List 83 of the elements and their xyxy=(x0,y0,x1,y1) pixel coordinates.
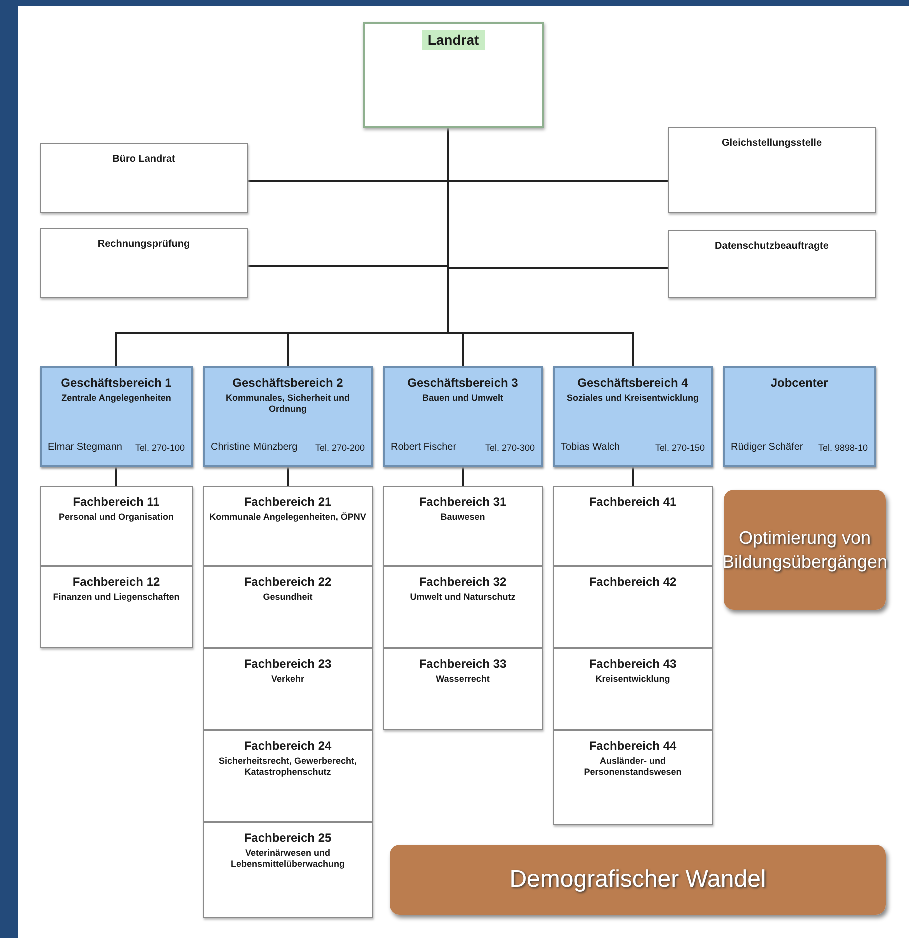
person-name: Elmar Stegmann xyxy=(48,442,122,453)
department-box xyxy=(203,648,373,730)
box-title: Fachbereich 12 xyxy=(72,575,162,589)
department-box xyxy=(40,566,193,648)
phone-number: Tel. 9898-10 xyxy=(818,443,868,453)
box-title: Geschäftsbereich 2 xyxy=(232,376,344,390)
box-subtitle: Soziales und Kreisentwicklung xyxy=(566,393,700,404)
division-box xyxy=(203,366,373,467)
box-subtitle: Bauen und Umwelt xyxy=(421,393,504,404)
division-box xyxy=(553,366,713,467)
staff-box xyxy=(40,143,248,213)
connector-line xyxy=(116,467,118,486)
box-title: Büro Landrat xyxy=(112,154,176,165)
person-name: Robert Fischer xyxy=(391,442,457,453)
department-box xyxy=(553,486,713,566)
box-subtitle: Wasserrecht xyxy=(435,674,491,685)
box-title: Fachbereich 32 xyxy=(418,575,508,589)
topic-banner xyxy=(724,490,886,610)
department-box xyxy=(553,730,713,825)
person-name: Tobias Walch xyxy=(561,442,620,453)
box-title: Fachbereich 24 xyxy=(243,739,333,753)
department-box xyxy=(203,730,373,822)
box-title: Fachbereich 11 xyxy=(72,495,161,509)
box-subtitle: Verkehr xyxy=(270,674,306,685)
division-box xyxy=(383,366,543,467)
division-box xyxy=(40,366,193,467)
box-title: Datenschutzbeauftragte xyxy=(714,241,830,252)
division-box xyxy=(723,366,876,467)
person-name: Christine Münzberg xyxy=(211,442,298,453)
box-title: Fachbereich 22 xyxy=(243,575,333,589)
department-box xyxy=(203,822,373,918)
box-title: Fachbereich 41 xyxy=(588,495,678,509)
staff-box xyxy=(668,230,876,298)
department-box xyxy=(203,486,373,566)
box-subtitle: Sicherheitsrecht, Gewerberecht, Katastrophenschutz xyxy=(218,756,358,778)
box-subtitle: Kommunale Angelegenheiten, ÖPNV xyxy=(208,512,368,523)
staff-box xyxy=(668,127,876,213)
phone-number: Tel. 270-100 xyxy=(135,443,185,453)
box-title: Fachbereich 31 xyxy=(418,495,508,509)
box-title: Fachbereich 42 xyxy=(588,575,678,589)
box-title: Jobcenter xyxy=(770,376,830,390)
box-subtitle: Ausländer- und Personenstandswesen xyxy=(583,756,683,778)
phone-number: Tel. 270-300 xyxy=(485,443,535,453)
box-title: Fachbereich 33 xyxy=(418,657,508,671)
box-title: Fachbereich 25 xyxy=(243,831,333,845)
box-title: Rechnungsprüfung xyxy=(96,239,192,250)
department-box xyxy=(553,648,713,730)
box-subtitle: Personal und Organisation xyxy=(58,512,176,523)
connector-line xyxy=(447,128,634,366)
department-box xyxy=(553,566,713,648)
box-title: Geschäftsbereich 3 xyxy=(406,376,520,390)
box-subtitle: Bauwesen xyxy=(440,512,486,523)
phone-number: Tel. 270-150 xyxy=(655,443,705,453)
person-name: Rüdiger Schäfer xyxy=(731,442,804,453)
banner-text: Demografischer Wandel xyxy=(508,865,768,895)
department-box xyxy=(383,566,543,648)
box-title: Fachbereich 23 xyxy=(243,657,333,671)
box-title: Gleichstellungsstelle xyxy=(720,138,824,149)
connector-line xyxy=(632,467,634,486)
topic-banner xyxy=(390,845,886,915)
box-title: Fachbereich 43 xyxy=(588,657,678,671)
box-subtitle: Finanzen und Liegenschaften xyxy=(52,592,181,603)
box-title: Geschäftsbereich 4 xyxy=(576,376,690,390)
box-subtitle: Zentrale Angelegenheiten xyxy=(60,393,172,404)
box-title: Landrat xyxy=(422,30,486,50)
department-box xyxy=(40,486,193,566)
department-box xyxy=(203,566,373,648)
position-box xyxy=(363,22,544,128)
box-title: Fachbereich 44 xyxy=(588,739,678,753)
box-title: Geschäftsbereich 1 xyxy=(60,376,173,390)
box-subtitle: Veterinärwesen und Lebensmittelüberwachung xyxy=(230,848,346,870)
banner-text: Optimierung von Bildungsübergängen xyxy=(721,527,889,574)
phone-number: Tel. 270-200 xyxy=(315,443,365,453)
department-box xyxy=(383,486,543,566)
box-subtitle: Kreisentwicklung xyxy=(594,674,672,685)
connector-line xyxy=(287,467,289,486)
box-subtitle: Gesundheit xyxy=(262,592,314,603)
department-box xyxy=(383,648,543,730)
box-subtitle: Kommunales, Sicherheit und Ordnung xyxy=(224,393,352,415)
connector-line xyxy=(462,467,464,486)
box-title: Fachbereich 21 xyxy=(243,495,333,509)
box-subtitle: Umwelt und Naturschutz xyxy=(409,592,517,603)
staff-box xyxy=(40,228,248,298)
